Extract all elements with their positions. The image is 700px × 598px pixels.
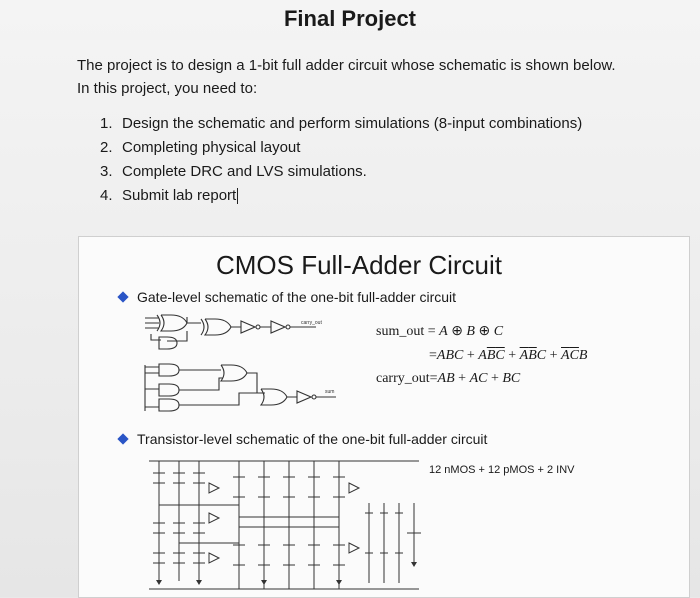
bullet-transistor-level: Transistor-level schematic of the one-bi…	[117, 431, 487, 447]
bullet-diamond-icon	[117, 433, 129, 445]
text-cursor	[237, 188, 239, 205]
intro-line-1: The project is to design a 1-bit full ad…	[77, 57, 616, 74]
gate-level-schematic: carry_out sum	[144, 314, 336, 412]
list-item: 2.Completing physical layout	[100, 139, 301, 156]
bullet-gate-level: Gate-level schematic of the one-bit full…	[117, 289, 456, 305]
intro-line-2: In this project, you need to:	[77, 80, 258, 97]
embedded-slide: CMOS Full-Adder Circuit Gate-level schem…	[78, 236, 690, 598]
carry-out-label: carry_out	[301, 320, 322, 326]
task-list: 1.Design the schematic and perform simul…	[100, 112, 680, 208]
carry-equation: carry_out=AB + AC + BC	[376, 371, 521, 386]
list-item: 4.Submit lab report	[100, 187, 239, 205]
slide-title: CMOS Full-Adder Circuit	[215, 250, 503, 280]
sum-label: sum	[325, 389, 334, 395]
sum-equation: sum_out = A ⊕ B ⊕ C	[376, 324, 504, 339]
list-item: 1.Design the schematic and perform simul…	[100, 115, 583, 132]
page-title: Final Project	[283, 6, 417, 31]
sum-equation-expanded: =ABC + ABC + ABC + ACB	[429, 348, 588, 363]
intro-paragraph: The project is to design a 1-bit full ad…	[77, 54, 687, 100]
transistor-level-schematic	[149, 460, 421, 590]
bullet-diamond-icon	[117, 291, 129, 303]
transistor-count: 12 nMOS + 12 pMOS + 2 INV	[429, 464, 575, 476]
list-item: 3.Complete DRC and LVS simulations.	[100, 163, 367, 180]
